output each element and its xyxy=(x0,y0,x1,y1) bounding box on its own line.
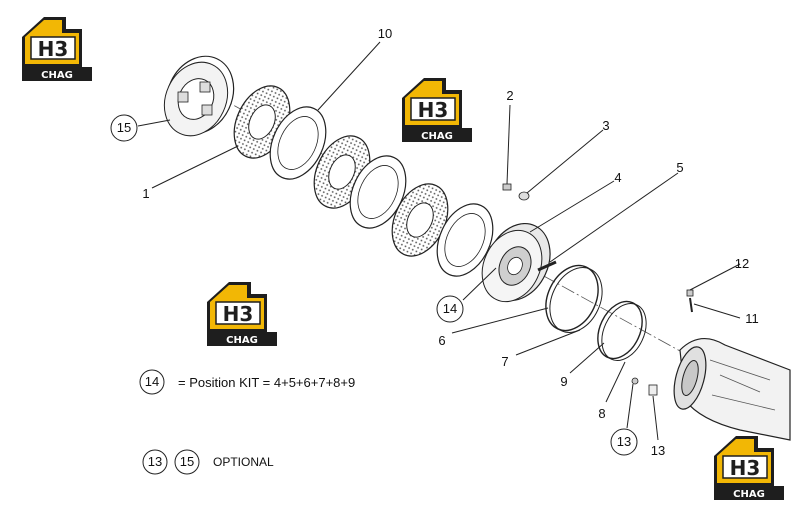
svg-text:H3: H3 xyxy=(418,98,449,122)
part-5-pin xyxy=(537,260,557,272)
part-10-steel-plate xyxy=(269,106,327,180)
callout-6: 6 xyxy=(438,333,445,348)
svg-text:CHAG: CHAG xyxy=(733,489,765,500)
svg-text:CHAG: CHAG xyxy=(226,335,258,346)
callout-7: 7 xyxy=(501,354,508,369)
svg-text:OPTIONAL: OPTIONAL xyxy=(213,455,274,469)
part-13-plugs xyxy=(631,377,658,396)
callout-12: 12 xyxy=(735,256,749,271)
svg-text:= Position KIT = 4+5+6+7+8+9: = Position KIT = 4+5+6+7+8+9 xyxy=(178,375,355,390)
part-4-piston xyxy=(481,222,551,303)
callout-4: 4 xyxy=(614,170,621,185)
svg-text:CHAG: CHAG xyxy=(41,70,73,81)
housing xyxy=(673,338,791,441)
callout-9: 9 xyxy=(560,374,567,389)
steel-plate-3 xyxy=(436,203,494,277)
friction-disc-3 xyxy=(391,183,449,257)
callout-3: 3 xyxy=(602,118,609,133)
part-2-plug xyxy=(502,183,512,191)
callout-11: 11 xyxy=(745,311,759,326)
part-11-12-bleed-screw xyxy=(686,289,694,313)
svg-text:14: 14 xyxy=(145,374,159,389)
callout-5: 5 xyxy=(676,160,683,175)
svg-text:13: 13 xyxy=(617,434,631,449)
svg-text:13: 13 xyxy=(148,454,162,469)
callout-10: 10 xyxy=(378,26,392,41)
callout-13-circled: 13 xyxy=(610,428,638,456)
callout-14: 14 xyxy=(436,295,464,323)
leader-lines xyxy=(137,41,741,441)
part-3-seal xyxy=(518,191,530,201)
part-6-7-seal-rings xyxy=(545,264,603,333)
svg-text:H3: H3 xyxy=(730,456,761,480)
legend-kit: 14 = Position KIT = 4+5+6+7+8+9 xyxy=(139,369,355,395)
svg-text:15: 15 xyxy=(117,120,131,135)
watermark-logo-middle-left: H3 CHAG xyxy=(206,281,278,347)
callout-15: 15 xyxy=(110,114,138,142)
callout-1: 1 xyxy=(142,186,149,201)
watermark-logo-top-left: H3 CHAG xyxy=(21,16,93,82)
part-8-9-seal-rings xyxy=(597,300,647,361)
svg-text:14: 14 xyxy=(443,301,457,316)
part-15-thrust-plate xyxy=(163,55,235,137)
svg-text:CHAG: CHAG xyxy=(421,131,453,142)
svg-text:H3: H3 xyxy=(38,37,69,61)
callout-2: 2 xyxy=(506,88,513,103)
watermark-logo-top-center: H3 CHAG xyxy=(401,77,473,143)
svg-text:H3: H3 xyxy=(223,302,254,326)
callout-13: 13 xyxy=(651,443,665,458)
legend-optional: 13 15 OPTIONAL xyxy=(142,449,274,475)
callout-8: 8 xyxy=(598,406,605,421)
watermark-logo-bottom-right: H3 CHAG xyxy=(713,435,785,501)
steel-plate-2 xyxy=(349,155,407,229)
svg-text:15: 15 xyxy=(180,454,194,469)
